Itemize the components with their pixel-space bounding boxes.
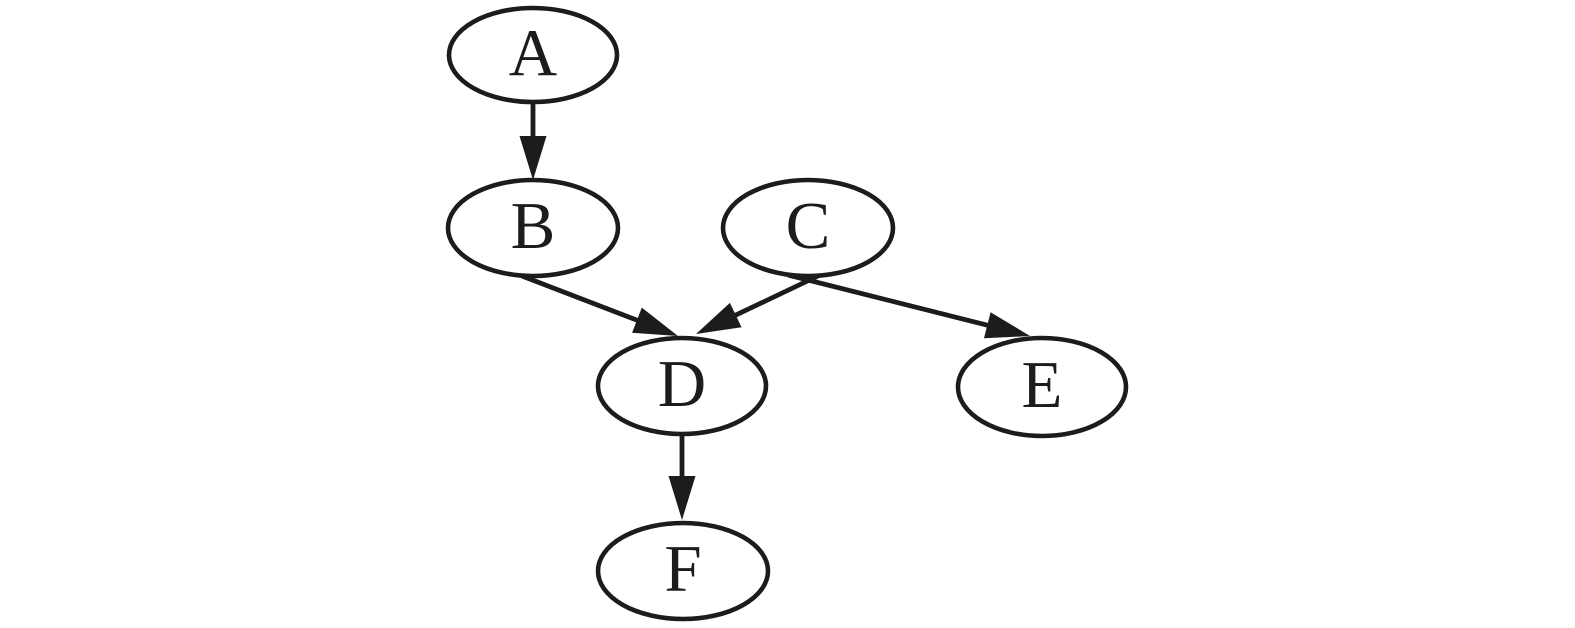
arrowhead-icon	[984, 312, 1030, 339]
edge-b-d	[521, 273, 678, 336]
node-ellipse	[445, 177, 621, 279]
node-ellipse	[595, 520, 771, 622]
node-label: B	[511, 189, 556, 263]
node-label: C	[786, 189, 831, 263]
node-ellipse	[720, 177, 896, 279]
arrowhead-icon	[632, 307, 678, 336]
edge-d-f	[668, 434, 696, 520]
node-label: E	[1022, 348, 1063, 422]
arrowhead-icon	[519, 136, 547, 180]
node-e: E	[955, 335, 1129, 439]
edge-shaft	[521, 273, 640, 324]
edge-shaft	[787, 272, 990, 329]
node-f: F	[595, 520, 771, 622]
node-d: D	[595, 335, 769, 437]
node-b: B	[445, 177, 621, 279]
node-label: F	[664, 532, 701, 606]
edge-c-e	[787, 272, 1030, 339]
node-ellipse	[595, 335, 769, 437]
edge-c-d	[696, 272, 822, 334]
arrowhead-icon	[668, 476, 696, 520]
node-ellipse	[955, 335, 1129, 439]
node-a: A	[446, 5, 620, 105]
node-label: D	[658, 347, 706, 421]
arrowhead-icon	[696, 302, 742, 334]
node-label: A	[509, 16, 557, 90]
node-ellipse	[446, 5, 620, 105]
node-c: C	[720, 177, 896, 279]
edge-a-b	[519, 102, 547, 180]
